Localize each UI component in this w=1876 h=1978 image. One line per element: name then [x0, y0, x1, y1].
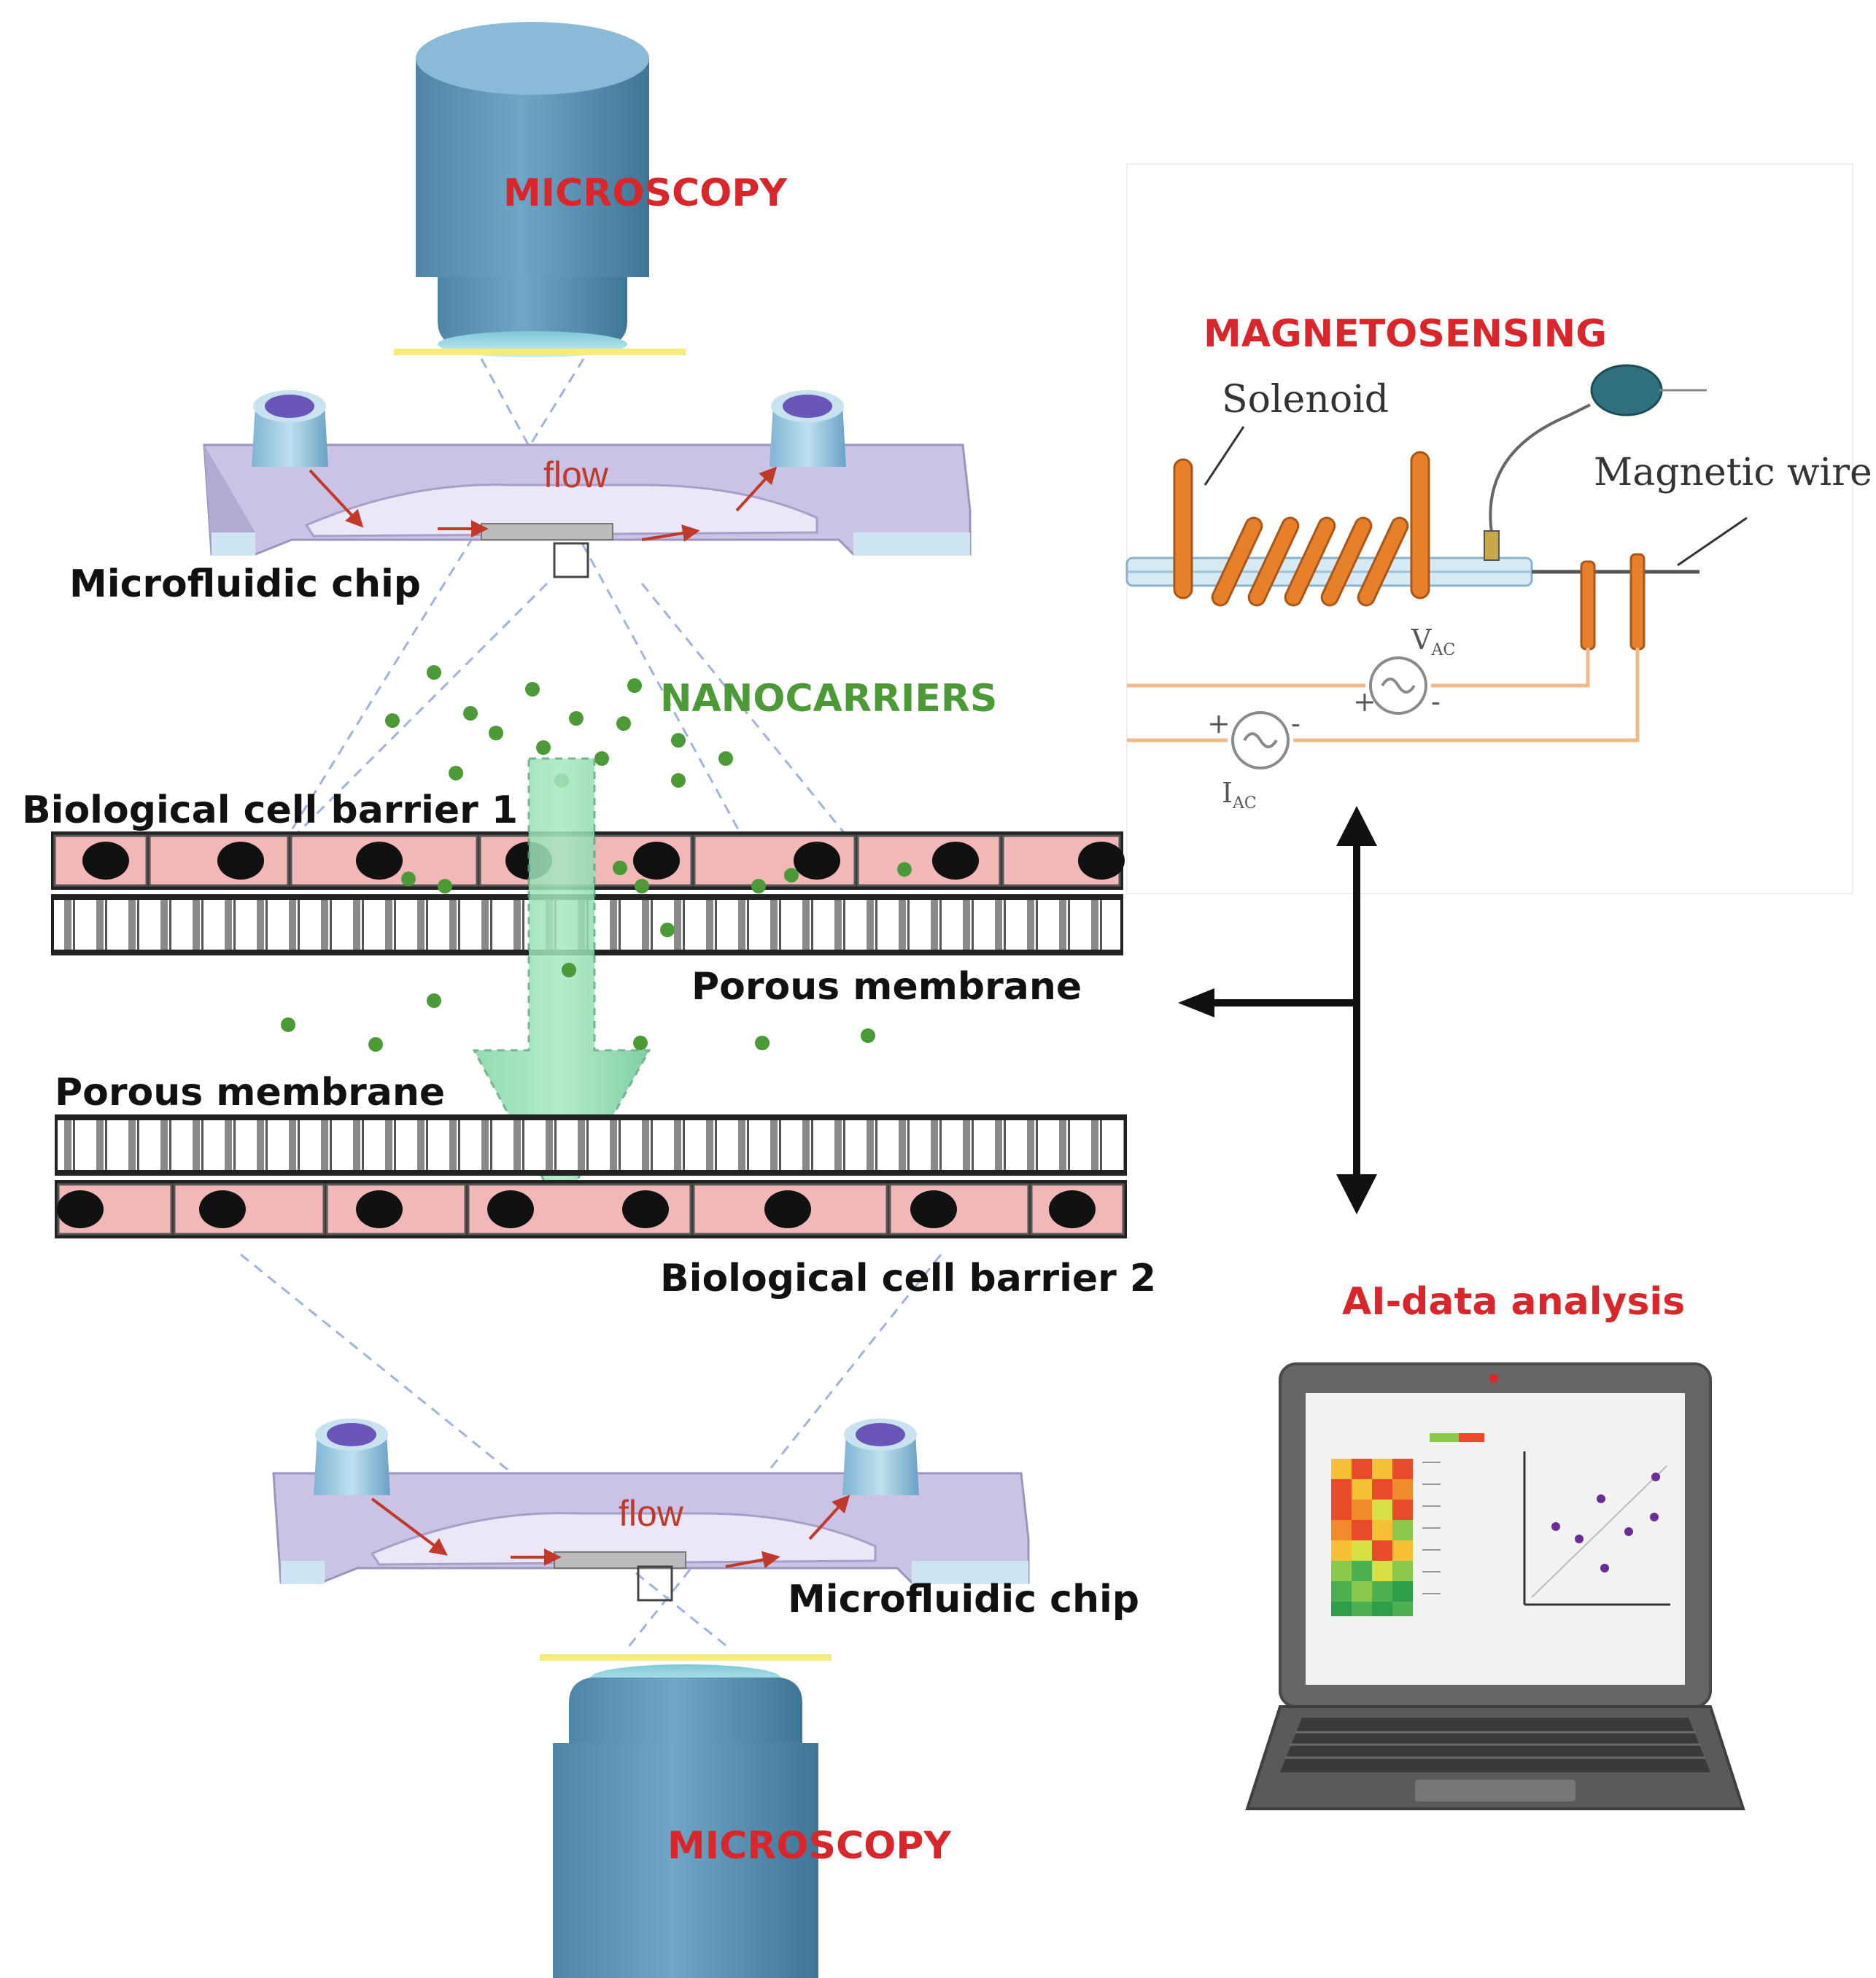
iac-minus: -: [1291, 707, 1301, 740]
iac-label: IAC: [1222, 777, 1257, 812]
solenoid-label: Solenoid: [1222, 378, 1389, 422]
vac-plus: +: [1353, 686, 1376, 718]
heatmap: [1331, 1433, 1484, 1616]
bottom-microfluidic-chip: [272, 1419, 1030, 1602]
barrier1-label: Biological cell barrier 1: [22, 788, 518, 832]
connector-arrows: [1178, 806, 1377, 1214]
microscopy-top-label: MICROSCOPY: [503, 171, 788, 215]
porous-membrane-2: [55, 1114, 1127, 1176]
laptop: [1245, 1362, 1745, 1810]
iac-plus: +: [1207, 707, 1230, 740]
top-microfluidic-chip: [203, 390, 972, 578]
magnetosensing-panel: [1125, 163, 1853, 894]
ai-label: AI-data analysis: [1342, 1280, 1685, 1324]
chip-top-label: Microfluidic chip: [69, 562, 421, 606]
membrane-top-label: Porous membrane: [691, 965, 1082, 1009]
flow-top-label: flow: [543, 454, 609, 495]
light-cone-lines: [240, 358, 942, 1650]
vac-label: VAC: [1411, 624, 1455, 659]
scatter-plot: [1523, 1451, 1670, 1606]
barrier2-label: Biological cell barrier 2: [660, 1257, 1156, 1300]
top-microscope-objective: [394, 22, 686, 357]
magnetosensing-label: MAGNETOSENSING: [1203, 312, 1607, 356]
membrane-bottom-label: Porous membrane: [55, 1071, 445, 1114]
nanocarriers-upper: [385, 665, 733, 788]
vac-minus: -: [1431, 686, 1441, 718]
cell-barrier-2: [55, 1180, 1127, 1238]
flow-bottom-label: flow: [619, 1493, 684, 1534]
nanocarriers-label: NANOCARRIERS: [660, 677, 997, 721]
microscopy-bottom-label: MICROSCOPY: [667, 1824, 952, 1868]
magnetic-wire-label: Magnetic wire: [1594, 451, 1872, 494]
chip-bottom-label: Microfluidic chip: [788, 1578, 1139, 1621]
bottom-microscope-objective: [540, 1654, 832, 1978]
